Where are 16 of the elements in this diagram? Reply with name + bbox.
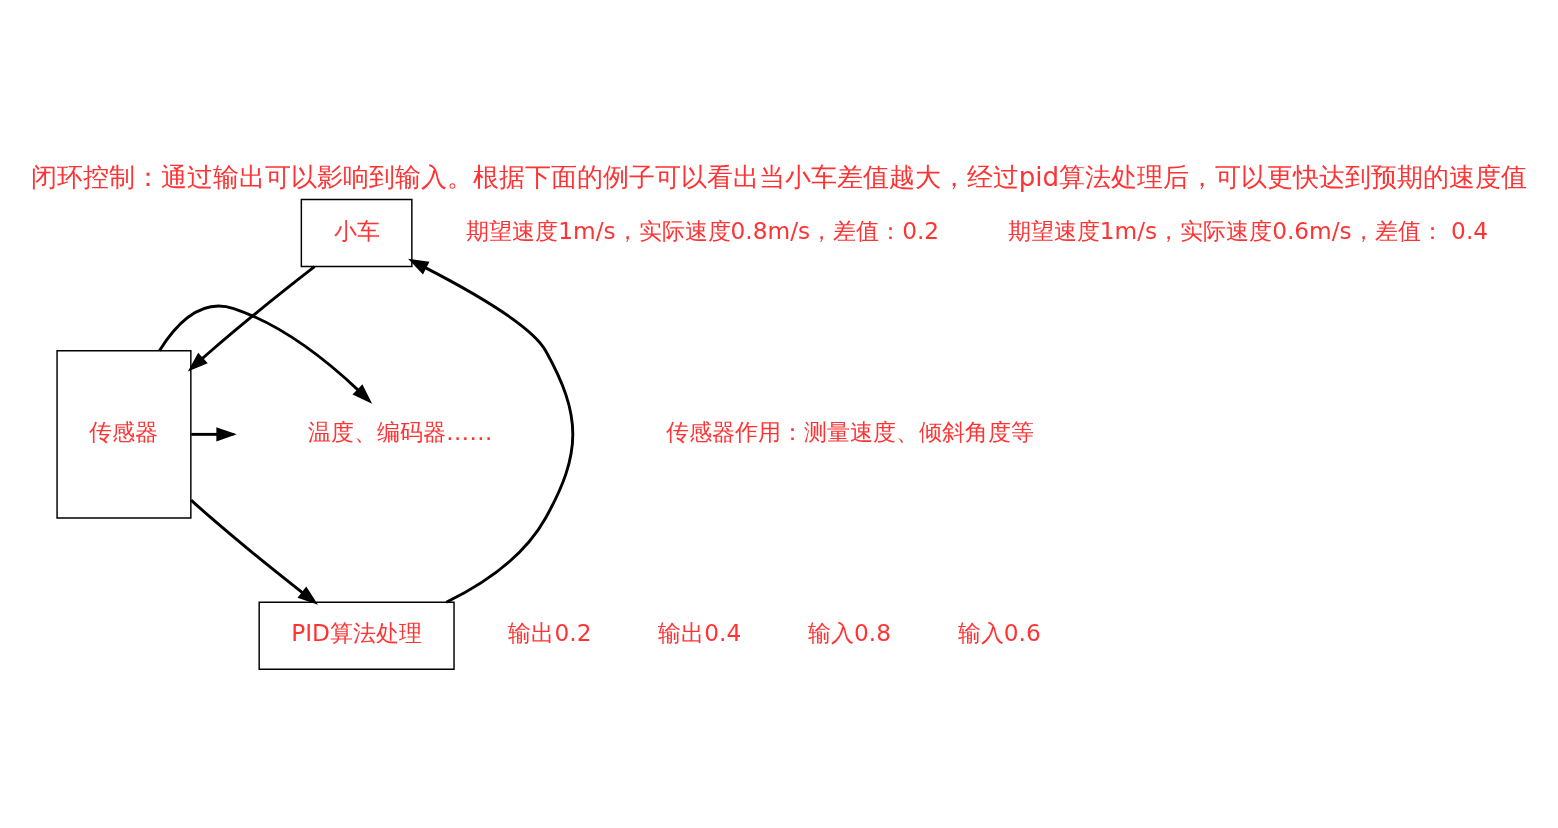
node-box: 传感器 [56, 350, 192, 519]
node-box: 小车 [300, 198, 413, 268]
label: 期望速度1m/s，实际速度0.8m/s，差值：0.2 [466, 216, 940, 244]
label: 输入0.8 [808, 619, 892, 647]
arrow [190, 498, 318, 605]
arrow [158, 304, 373, 404]
diagram-title: 闭环控制：通过输出可以影响到输入。根据下面的例子可以看出当小车差值越大，经过pid算法处理后，可以更快达到预期的速度值 [30, 161, 1528, 192]
label: 输出0.2 [508, 619, 592, 647]
label: 输出0.4 [658, 619, 742, 647]
node-text: 温度、编码器…… [307, 417, 493, 445]
label: 输入0.6 [957, 619, 1041, 647]
node-box: PID算法处理 [258, 601, 455, 670]
label: 期望速度1m/s，实际速度0.6m/s，差值： 0.4 [1007, 216, 1489, 244]
label: 传感器作用：测量速度、倾斜角度等 [665, 417, 1034, 445]
arrow [408, 258, 575, 604]
arrow [187, 265, 316, 372]
